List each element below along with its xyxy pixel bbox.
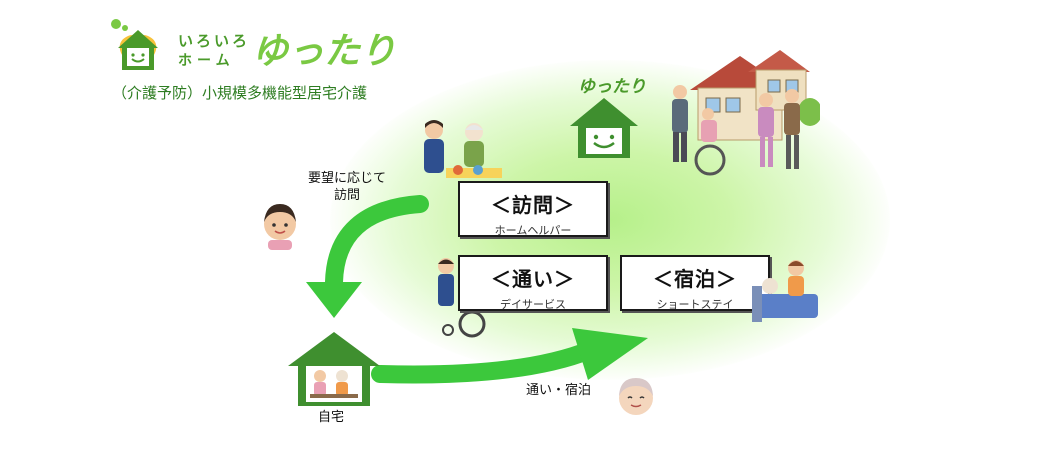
house-logo-label: ゆったり bbox=[578, 77, 646, 97]
visit-request-label: 要望に応じて 訪問 bbox=[292, 170, 402, 204]
house-smile-icon bbox=[570, 98, 638, 158]
visit-request-line2: 訪問 bbox=[333, 188, 360, 203]
service-stay-title: ＜宿泊＞ bbox=[653, 267, 737, 291]
service-day-sub: デイサービス bbox=[500, 298, 566, 311]
arrow-right-head bbox=[572, 328, 648, 380]
brand-name: ゆったり bbox=[252, 30, 397, 72]
service-visit-title: ＜訪問＞ bbox=[491, 193, 575, 217]
brand-kana-line2: ホーム bbox=[178, 53, 235, 69]
service-stay-box: ＜宿泊＞ ショートステイ bbox=[620, 255, 770, 311]
brand-house-icon bbox=[111, 19, 158, 70]
service-visit-box: ＜訪問＞ ホームヘルパー bbox=[458, 181, 608, 237]
bed-icon bbox=[752, 260, 818, 322]
elderly-face-icon bbox=[619, 378, 653, 415]
service-stay-sub: ショートステイ bbox=[656, 298, 734, 311]
facility-illustration bbox=[672, 50, 820, 176]
service-day-title: ＜通い＞ bbox=[491, 267, 575, 291]
caregiver-meal-illustration bbox=[424, 120, 502, 178]
commute-stay-label: 通い・宿泊 bbox=[526, 383, 592, 398]
service-day-box: ＜通い＞ デイサービス bbox=[458, 255, 608, 311]
brand-kana-line1: いろいろ bbox=[178, 32, 251, 50]
arrow-down-head bbox=[306, 282, 362, 318]
visit-request-line1: 要望に応じて bbox=[307, 171, 386, 186]
service-visit-sub: ホームヘルパー bbox=[494, 224, 572, 237]
caregiver-face-icon bbox=[264, 204, 296, 250]
home-house-icon bbox=[288, 332, 380, 406]
brand-subtitle: （介護予防）小規模多機能型居宅介護 bbox=[112, 85, 368, 102]
home-label: 自宅 bbox=[318, 410, 345, 425]
